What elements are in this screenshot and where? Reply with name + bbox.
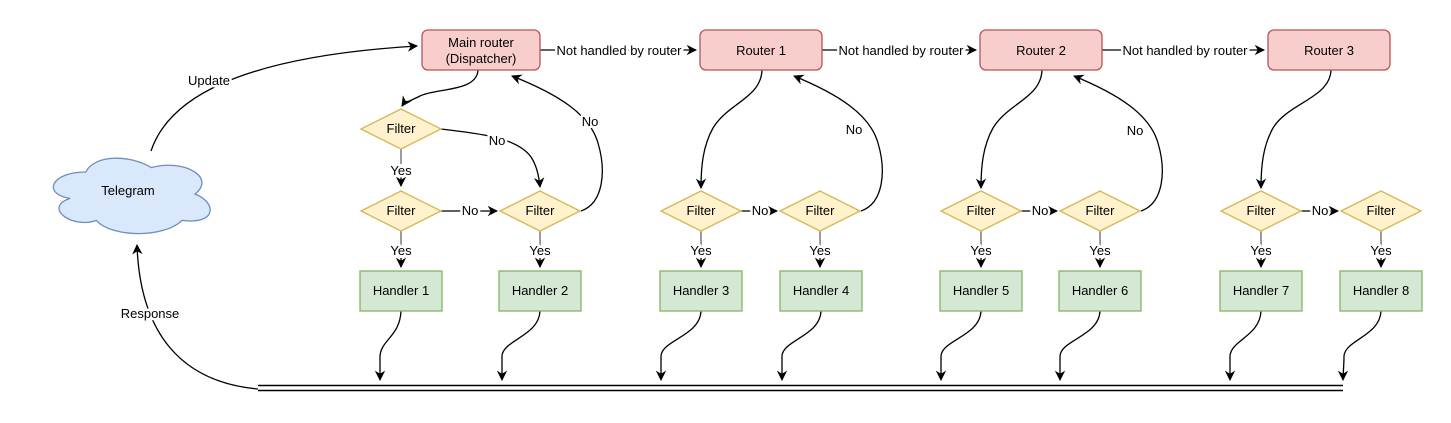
edge-handler8-to-bus: [1337, 310, 1382, 382]
yes-label-3: Yes: [690, 243, 712, 258]
yes-label-6: Yes: [1089, 243, 1111, 258]
edge-handler4-to-bus: [776, 310, 822, 382]
telegram-label: Telegram: [101, 183, 154, 198]
edge-router1-to-filter: [695, 69, 763, 190]
not-handled-label-1: Not handled by router: [556, 43, 682, 58]
no-label-return-a: No: [582, 114, 599, 129]
router1-node: [699, 29, 823, 71]
telegram-cloud: [52, 157, 211, 235]
response-edge-label: Response: [121, 306, 180, 321]
filter-label: Filter: [387, 203, 417, 218]
yes-label-4: Yes: [809, 243, 831, 258]
filter-dispatcher-top: [359, 108, 443, 150]
filter-c1: [939, 190, 1023, 232]
edge-handler3-to-bus: [655, 310, 702, 382]
yes-label-8: Yes: [1370, 243, 1392, 258]
filter-a1: [359, 190, 443, 232]
handler4-node: [779, 270, 863, 312]
edge-update: [150, 41, 419, 152]
update-edge-label: Update: [188, 73, 230, 88]
handler3-node: [659, 270, 743, 312]
filter-label: Filter: [1367, 203, 1397, 218]
edge-response: [132, 243, 259, 390]
edge-handler1-to-bus: [374, 310, 402, 382]
handler5-label: Handler 5: [953, 283, 1009, 298]
handler8-node: [1339, 270, 1423, 312]
handler7-node: [1219, 270, 1303, 312]
yes-label-7: Yes: [1250, 243, 1272, 258]
filter-b2: [778, 190, 862, 232]
router1-label: Router 1: [736, 43, 786, 58]
filter-label: Filter: [687, 203, 717, 218]
yes-label-2: Yes: [529, 243, 551, 258]
filter-label: Filter: [1086, 203, 1116, 218]
edge-filterA-no-curve: [440, 128, 545, 189]
handler6-node: [1058, 270, 1142, 312]
router3-node: [1267, 29, 1391, 71]
router3-label: Router 3: [1304, 43, 1354, 58]
handler3-label: Handler 3: [673, 283, 729, 298]
edge-no-return-router1: [793, 74, 883, 212]
not-handled-label-3: Not handled by router: [1122, 43, 1248, 58]
filter-d1: [1219, 190, 1303, 232]
filter-label: Filter: [526, 203, 556, 218]
no-label-pair-c: No: [1032, 203, 1049, 218]
edge-handler5-to-bus: [935, 310, 982, 382]
edge-router2-to-filter: [975, 69, 1043, 190]
dispatcher-label-line2: (Dispatcher): [446, 51, 517, 66]
no-label-pair-b: No: [752, 203, 769, 218]
no-label-pair-a: No: [462, 203, 479, 218]
handler4-label: Handler 4: [793, 283, 849, 298]
no-label-top-curve: No: [489, 133, 506, 148]
edge-handler2-to-bus: [496, 310, 541, 382]
handler6-label: Handler 6: [1072, 283, 1128, 298]
edge-no-return-dispatcher: [511, 74, 603, 212]
handler1-node: [359, 270, 443, 312]
handler2-node: [498, 270, 582, 312]
filter-label: Filter: [387, 121, 417, 136]
edge-handler6-to-bus: [1054, 310, 1101, 382]
no-label-return-b: No: [846, 122, 863, 137]
yes-label-1: Yes: [390, 243, 412, 258]
no-label-return-c: No: [1127, 123, 1144, 138]
handler2-label: Handler 2: [512, 283, 568, 298]
dispatcher-label-line1: Main router: [448, 35, 514, 50]
edge-router3-to-filter: [1255, 69, 1332, 190]
router2-label: Router 2: [1016, 43, 1066, 58]
handler1-label: Handler 1: [373, 283, 429, 298]
filter-label: Filter: [806, 203, 836, 218]
handler8-label: Handler 8: [1353, 283, 1409, 298]
dispatcher-node: [421, 29, 541, 71]
filter-d2: [1339, 190, 1423, 232]
filter-c2: [1058, 190, 1142, 232]
filter-b1: [659, 190, 743, 232]
no-label-pair-d: No: [1312, 203, 1329, 218]
not-handled-label-2: Not handled by router: [838, 43, 964, 58]
handler7-label: Handler 7: [1233, 283, 1289, 298]
edge-dispatcher-to-filter: [401, 69, 479, 107]
edge-no-return-router2: [1073, 74, 1163, 212]
edge-handler7-to-bus: [1224, 310, 1262, 382]
filter-label: Filter: [967, 203, 997, 218]
handler5-node: [939, 270, 1023, 312]
router2-node: [979, 29, 1103, 71]
filter-a2: [498, 190, 582, 232]
yes-label-5: Yes: [970, 243, 992, 258]
yes-label-top: Yes: [390, 163, 412, 178]
filter-label: Filter: [1247, 203, 1277, 218]
